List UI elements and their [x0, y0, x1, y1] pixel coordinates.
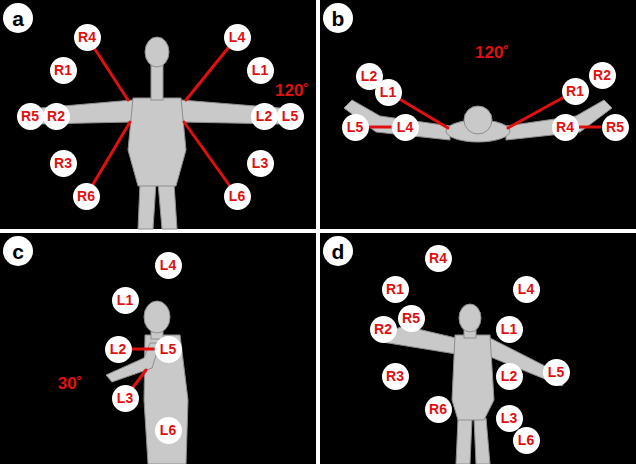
marker-circle: R3: [382, 363, 409, 390]
marker-label: L2: [110, 342, 126, 356]
marker-label: R6: [429, 402, 447, 416]
marker-label: L4: [160, 258, 176, 272]
marker-circle: R4: [552, 114, 579, 141]
marker-circle: L3: [496, 405, 523, 432]
marker-label: R6: [77, 189, 95, 203]
marker-circle: L5: [543, 359, 570, 386]
marker-circle: L1: [112, 287, 139, 314]
marker-label: R5: [606, 120, 624, 134]
marker-label: L5: [282, 109, 298, 123]
marker-label: R2: [374, 322, 392, 336]
marker-label: R5: [402, 311, 420, 325]
panel-letter-circle: d: [323, 236, 353, 266]
marker-circle: L2: [496, 363, 523, 390]
marker-label: L2: [501, 369, 517, 383]
angle-connector: [369, 126, 392, 129]
marker-circle: L5: [342, 114, 369, 141]
marker-circle: L5: [155, 336, 182, 363]
marker-circle: R4: [425, 245, 452, 272]
marker-circle: R2: [370, 316, 397, 343]
marker-label: L2: [361, 69, 377, 83]
marker-circle: R1: [562, 78, 589, 105]
marker-label: L1: [117, 293, 133, 307]
marker-circle: R6: [73, 183, 100, 210]
marker-label: R2: [47, 109, 65, 123]
human-figures: [22, 37, 612, 464]
marker-label: L4: [229, 30, 245, 44]
marker-label: L5: [347, 120, 363, 134]
marker-label: L6: [160, 423, 176, 437]
marker-label: R1: [54, 63, 72, 77]
marker-circle: L4: [392, 114, 419, 141]
marker-label: R1: [386, 282, 404, 296]
marker-label: R3: [54, 156, 72, 170]
panel-letter: d: [332, 241, 345, 262]
marker-circle: L2: [105, 336, 132, 363]
marker-label: R4: [556, 120, 574, 134]
marker-label: L4: [518, 282, 534, 296]
marker-circle: L2: [251, 103, 278, 130]
marker-label: R4: [78, 30, 96, 44]
panel-letter: b: [332, 8, 345, 29]
marker-circle: L4: [513, 276, 540, 303]
marker-circle: R3: [50, 150, 77, 177]
marker-circle: L4: [155, 252, 182, 279]
marker-circle: R4: [74, 24, 101, 51]
marker-circle: R5: [602, 114, 629, 141]
marker-label: L5: [160, 342, 176, 356]
angle-lines: [86, 37, 575, 398]
marker-label: L4: [397, 120, 413, 134]
angle-label: 120˚: [475, 44, 509, 61]
marker-label: L6: [229, 189, 245, 203]
marker-label: L2: [256, 109, 272, 123]
marker-label: L5: [548, 365, 564, 379]
marker-label: L1: [501, 322, 517, 336]
marker-circle: L6: [224, 183, 251, 210]
angle-connector: [132, 348, 155, 351]
marker-circle: L1: [375, 79, 402, 106]
marker-circle: L6: [155, 417, 182, 444]
marker-label: R3: [386, 369, 404, 383]
marker-circle: L1: [496, 316, 523, 343]
marker-circle: R1: [382, 276, 409, 303]
marker-circle: R1: [50, 57, 77, 84]
panel-letter-circle: c: [3, 236, 33, 266]
marker-circle: L6: [513, 427, 540, 454]
marker-circle: R2: [43, 103, 70, 130]
marker-circle: L5: [277, 103, 304, 130]
marker-label: L3: [501, 411, 517, 425]
marker-circle: R5: [398, 305, 425, 332]
panel-letter-circle: a: [3, 3, 33, 33]
marker-label: L3: [117, 391, 133, 405]
angle-label: 120˚: [275, 82, 309, 99]
marker-label: R4: [429, 251, 447, 265]
marker-circle: R5: [17, 103, 44, 130]
panel-letter: a: [12, 8, 24, 29]
marker-circle: R6: [425, 396, 452, 423]
marker-label: R5: [21, 109, 39, 123]
angle-connector: [579, 126, 602, 129]
marker-label: L3: [252, 156, 268, 170]
angle-label: 30˚: [58, 375, 83, 392]
marker-circle: L3: [112, 385, 139, 412]
marker-label: L1: [252, 63, 268, 77]
marker-label: R1: [566, 84, 584, 98]
marker-circle: L3: [247, 150, 274, 177]
marker-label: L6: [518, 433, 534, 447]
panel-letter-circle: b: [323, 3, 353, 33]
marker-label: L1: [380, 85, 396, 99]
marker-circle: R2: [589, 62, 616, 89]
panel-letter: c: [12, 241, 24, 262]
marker-circle: L4: [224, 24, 251, 51]
marker-label: R2: [593, 68, 611, 82]
marker-circle: L1: [247, 57, 274, 84]
